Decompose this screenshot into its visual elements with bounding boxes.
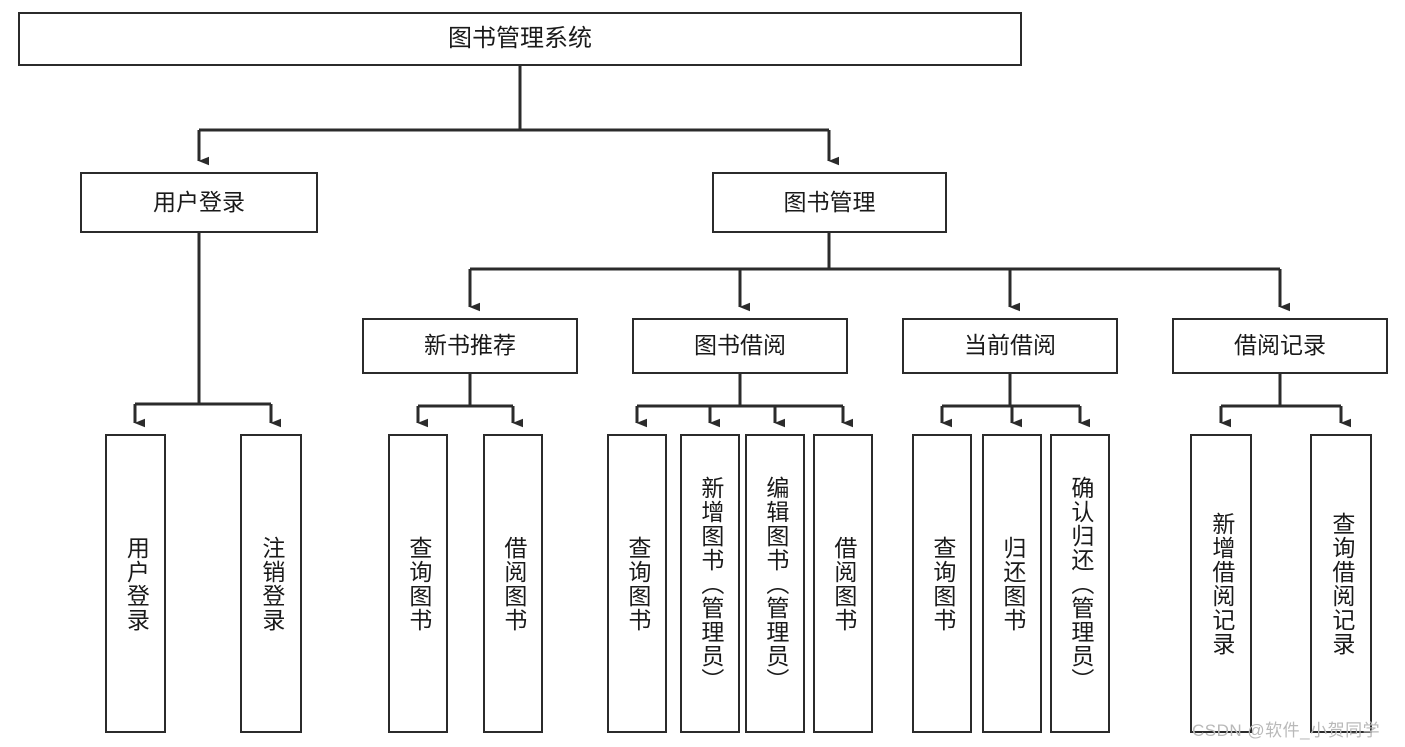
node-label: 查询图书: [624, 535, 651, 632]
leaf-node-11[interactable]: 新增借阅记录: [1190, 434, 1252, 733]
level2-node-1[interactable]: 图书借阅: [632, 318, 848, 374]
node-label: 图书借阅: [694, 332, 786, 359]
node-label: 图书管理系统: [448, 24, 592, 52]
node-label: 借阅图书: [500, 535, 527, 632]
node-label: 归还图书: [999, 535, 1026, 632]
level2-node-2[interactable]: 当前借阅: [902, 318, 1118, 374]
leaf-node-7[interactable]: 借阅图书: [813, 434, 873, 733]
leaf-node-4[interactable]: 查询图书: [607, 434, 667, 733]
root-node-0[interactable]: 图书管理系统: [18, 12, 1022, 66]
leaf-node-0[interactable]: 用户登录: [105, 434, 166, 733]
leaf-node-10[interactable]: 确认归还（管理员）: [1050, 434, 1110, 733]
level1-node-1[interactable]: 图书管理: [712, 172, 947, 233]
node-label: 编辑图书（管理员）: [762, 475, 789, 692]
node-label: 用户登录: [123, 535, 150, 632]
leaf-node-12[interactable]: 查询借阅记录: [1310, 434, 1372, 733]
node-label: 查询图书: [405, 535, 432, 632]
node-label: 新增图书（管理员）: [697, 475, 724, 692]
leaf-node-6[interactable]: 编辑图书（管理员）: [745, 434, 805, 733]
node-label: 新增借阅记录: [1208, 511, 1235, 656]
node-label: 新书推荐: [424, 332, 516, 359]
leaf-node-1[interactable]: 注销登录: [240, 434, 302, 733]
leaf-node-5[interactable]: 新增图书（管理员）: [680, 434, 740, 733]
node-label: 借阅图书: [830, 535, 857, 632]
node-label: 图书管理: [783, 188, 876, 215]
leaf-node-2[interactable]: 查询图书: [388, 434, 448, 733]
node-label: 注销登录: [258, 535, 285, 632]
node-label: 查询借阅记录: [1328, 511, 1355, 656]
level1-node-0[interactable]: 用户登录: [80, 172, 318, 233]
leaf-node-3[interactable]: 借阅图书: [483, 434, 543, 733]
leaf-node-8[interactable]: 查询图书: [912, 434, 972, 733]
level2-node-3[interactable]: 借阅记录: [1172, 318, 1388, 374]
node-label: 借阅记录: [1234, 332, 1326, 359]
leaf-node-9[interactable]: 归还图书: [982, 434, 1042, 733]
node-label: 用户登录: [153, 188, 245, 215]
node-label: 确认归还（管理员）: [1067, 475, 1094, 692]
node-label: 当前借阅: [964, 332, 1056, 359]
level2-node-0[interactable]: 新书推荐: [362, 318, 578, 374]
node-label: 查询图书: [929, 535, 956, 632]
